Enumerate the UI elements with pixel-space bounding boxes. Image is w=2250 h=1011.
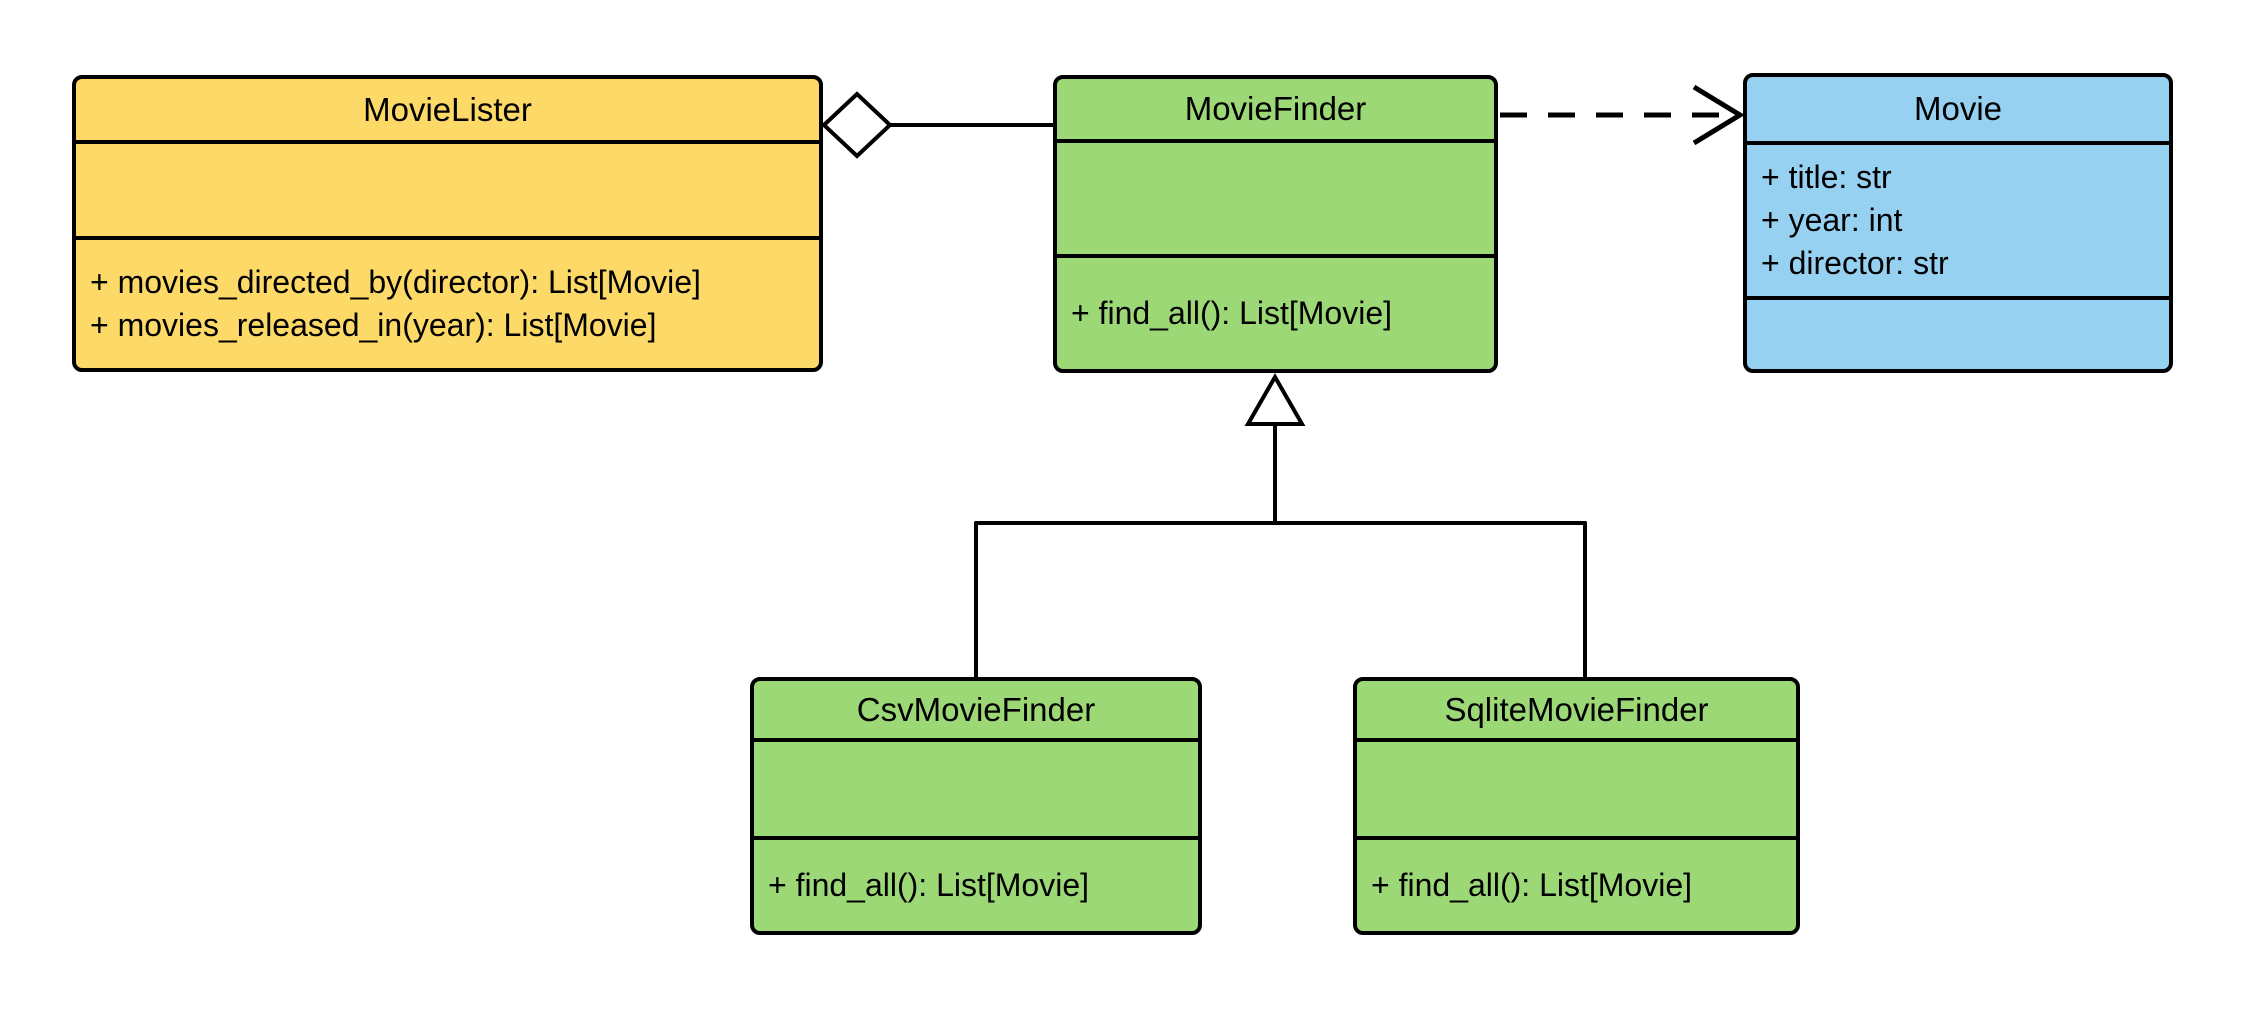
- class-name: SqliteMovieFinder: [1357, 681, 1796, 742]
- method-line: + find_all(): List[Movie]: [768, 867, 1090, 903]
- dependency-connector: [1500, 84, 1745, 146]
- method-line: + movies_released_in(year): List[Movie]: [90, 307, 657, 343]
- inheritance-triangle: [1244, 372, 1306, 426]
- class-box-sqlitemoviefinder: SqliteMovieFinder + find_all(): List[Mov…: [1353, 677, 1800, 935]
- class-box-movielister: MovieLister + movies_directed_by(directo…: [72, 75, 823, 372]
- dependency-arrowhead: [1692, 84, 1745, 146]
- methods-compartment: + find_all(): List[Movie]: [754, 840, 1198, 931]
- method-line: + find_all(): List[Movie]: [1371, 867, 1693, 903]
- class-box-csvmoviefinder: CsvMovieFinder + find_all(): List[Movie]: [750, 677, 1202, 935]
- attributes-compartment: [76, 144, 819, 240]
- attribute-line: + title: str: [1761, 159, 1892, 195]
- attribute-line: + director: str: [1761, 245, 1949, 281]
- method-line: + find_all(): List[Movie]: [1071, 295, 1393, 331]
- attributes-compartment: [1357, 742, 1796, 840]
- class-name: MovieLister: [76, 79, 819, 144]
- attributes-compartment: [1057, 143, 1494, 258]
- class-name: CsvMovieFinder: [754, 681, 1198, 742]
- aggregation-connector: [821, 91, 1056, 159]
- class-name: Movie: [1747, 77, 2169, 145]
- class-name: MovieFinder: [1057, 79, 1494, 143]
- attributes-compartment: [754, 742, 1198, 840]
- attributes-compartment: + title: str + year: int + director: str: [1747, 145, 2169, 300]
- method-line: + movies_directed_by(director): List[Mov…: [90, 264, 701, 300]
- methods-compartment: + find_all(): List[Movie]: [1357, 840, 1796, 931]
- aggregation-diamond: [821, 91, 893, 159]
- methods-compartment: + movies_directed_by(director): List[Mov…: [76, 240, 819, 368]
- methods-compartment: [1747, 300, 2169, 369]
- class-box-movie: Movie + title: str + year: int + directo…: [1743, 73, 2173, 373]
- inheritance-connector: [974, 372, 1587, 681]
- class-box-moviefinder: MovieFinder + find_all(): List[Movie]: [1053, 75, 1498, 373]
- methods-compartment: + find_all(): List[Movie]: [1057, 258, 1494, 369]
- attribute-line: + year: int: [1761, 202, 1903, 238]
